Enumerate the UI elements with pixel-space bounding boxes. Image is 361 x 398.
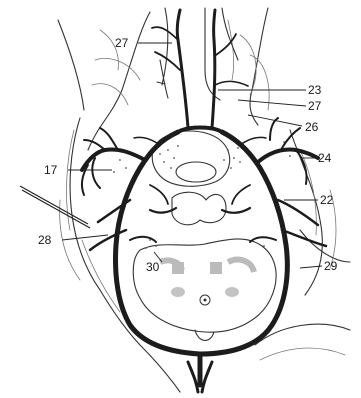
label-26: 26 (305, 120, 319, 134)
label-30: 30 (146, 260, 160, 274)
label-17: 17 (44, 163, 58, 177)
label-27-top: 27 (115, 36, 129, 50)
label-27-right: 27 (308, 99, 322, 113)
label-24: 24 (318, 151, 332, 165)
label-23: 23 (308, 83, 322, 97)
label-28: 28 (38, 233, 52, 247)
label-29: 29 (324, 259, 338, 273)
label-22: 22 (320, 193, 334, 207)
